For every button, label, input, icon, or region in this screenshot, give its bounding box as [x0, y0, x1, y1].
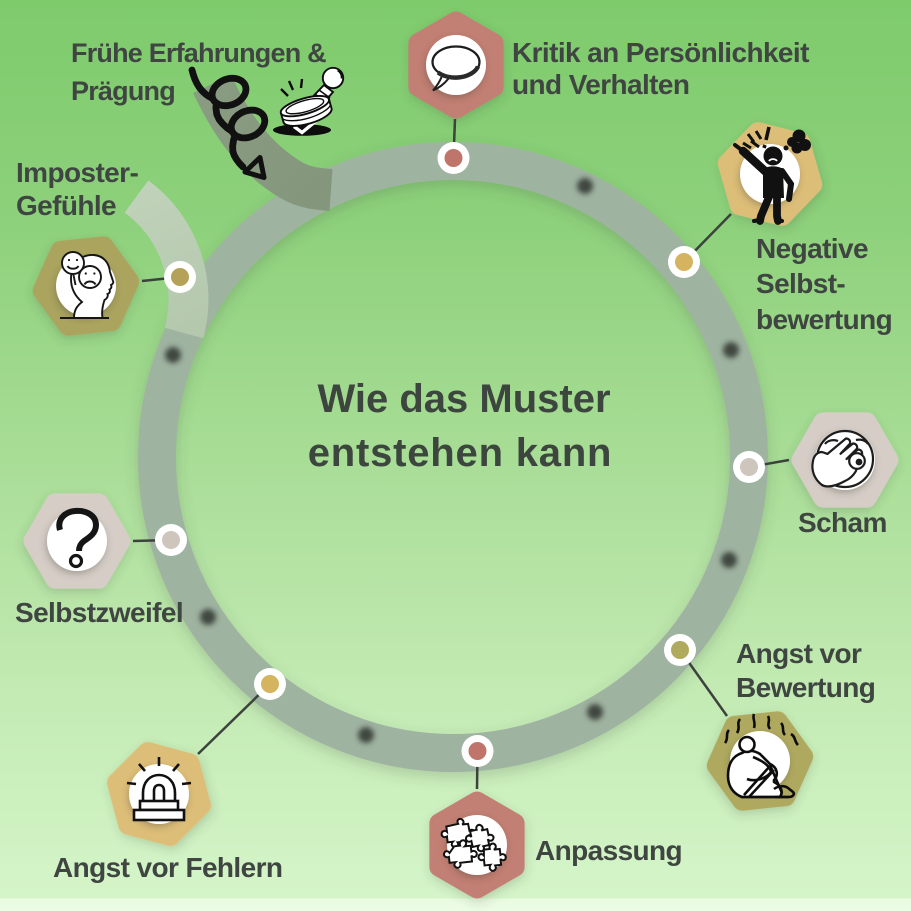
svg-text:Negative: Negative: [756, 233, 868, 264]
svg-text:entstehen kann: entstehen kann: [308, 431, 613, 475]
svg-text:Prägung: Prägung: [71, 76, 175, 106]
svg-text:Imposter-: Imposter-: [16, 157, 138, 188]
svg-text:Kritik an Persönlichkeit: Kritik an Persönlichkeit: [512, 37, 809, 68]
svg-text:Wie das Muster: Wie das Muster: [317, 377, 610, 421]
svg-text:und Verhalten: und Verhalten: [512, 69, 689, 100]
svg-text:Scham: Scham: [798, 507, 887, 538]
svg-text:Selbstzweifel: Selbstzweifel: [15, 597, 183, 628]
svg-text:bewertung: bewertung: [756, 304, 892, 335]
svg-text:Gefühle: Gefühle: [16, 190, 116, 221]
svg-text:Angst vor: Angst vor: [736, 638, 862, 669]
svg-text:Selbst-: Selbst-: [756, 268, 845, 299]
svg-text:Angst vor Fehlern: Angst vor Fehlern: [53, 852, 282, 883]
svg-text:Frühe Erfahrungen &: Frühe Erfahrungen &: [71, 38, 326, 68]
svg-text:Anpassung: Anpassung: [535, 835, 682, 866]
svg-text:Bewertung: Bewertung: [736, 672, 875, 703]
